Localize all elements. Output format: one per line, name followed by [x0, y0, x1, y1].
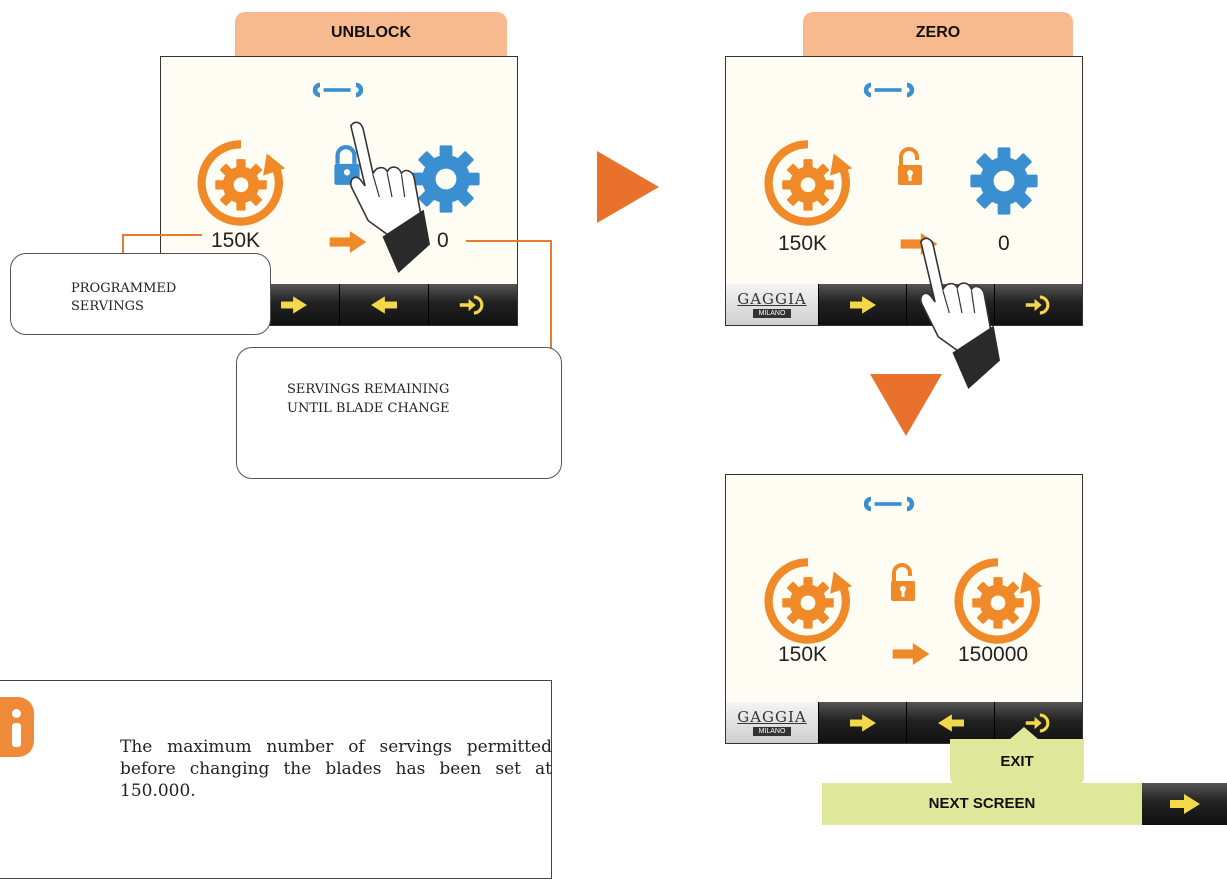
callout-remaining-line2: UNTIL BLADE CHANGE — [287, 401, 450, 416]
gaggia-logo: GAGGIA MILANO — [726, 284, 819, 325]
wrench-icon — [311, 81, 365, 99]
tab-zero: ZERO — [803, 12, 1073, 70]
back-button[interactable] — [907, 284, 995, 325]
arrow-right-icon — [892, 643, 930, 665]
brand-name: GAGGIA — [737, 708, 807, 726]
back-button[interactable] — [907, 702, 995, 743]
callout-programmed-text: PROGRAMMED SERVINGS — [71, 281, 177, 314]
callout-programmed-servings: PROGRAMMED SERVINGS — [10, 253, 271, 335]
gear-orange-icon — [762, 137, 854, 229]
connector-line — [550, 240, 552, 348]
exit-button[interactable] — [995, 702, 1082, 743]
brand-name: GAGGIA — [737, 290, 807, 308]
tag-exit: EXIT — [950, 739, 1084, 785]
gear-blue-icon — [964, 141, 1044, 221]
flow-arrow-right-icon — [597, 151, 659, 223]
back-button[interactable] — [340, 284, 429, 325]
tab-unblock-label: UNBLOCK — [331, 24, 411, 41]
remaining-value: 0 — [998, 232, 1010, 255]
connector-line — [122, 234, 202, 236]
arrow-right-icon — [1170, 794, 1200, 814]
gear-orange-icon — [952, 555, 1044, 647]
programmed-value: 150K — [778, 643, 828, 666]
next-button[interactable] — [250, 284, 340, 325]
callout-remaining-line1: SERVINGS REMAINING — [287, 382, 450, 397]
pointing-hand-icon — [905, 228, 1000, 398]
lock-open-icon — [888, 563, 918, 603]
screen-result: 150K 150000 GAGGIA MILANO — [725, 474, 1083, 744]
flow-arrow-down-icon — [870, 374, 942, 436]
gear-orange-icon — [195, 137, 287, 229]
connector-line — [122, 234, 124, 254]
wrench-icon — [862, 495, 916, 513]
next-button[interactable] — [819, 702, 907, 743]
remaining-value: 150000 — [958, 643, 1029, 666]
bottom-bar: GAGGIA MILANO — [726, 284, 1082, 325]
exit-icon — [458, 293, 488, 317]
gear-orange-icon — [762, 555, 854, 647]
next-screen-arrow[interactable] — [1142, 783, 1227, 825]
arrow-left-icon — [938, 714, 964, 732]
tag-exit-label: EXIT — [1000, 753, 1034, 770]
lock-open-icon — [895, 147, 925, 187]
callout-servings-remaining: SERVINGS REMAINING UNTIL BLADE CHANGE — [236, 347, 562, 479]
tab-zero-label: ZERO — [915, 24, 961, 41]
brand-sub: MILANO — [752, 727, 792, 736]
screen-zero: 150K 0 GAGGIA MILANO — [725, 56, 1083, 326]
gaggia-logo: GAGGIA MILANO — [726, 702, 819, 743]
arrow-right-icon — [850, 296, 876, 314]
next-button[interactable] — [819, 284, 907, 325]
next-screen-label: NEXT SCREEN — [928, 795, 1036, 812]
exit-button[interactable] — [429, 284, 517, 325]
arrow-left-icon — [371, 296, 397, 314]
brand-sub: MILANO — [752, 309, 792, 318]
next-screen-button[interactable]: NEXT SCREEN — [822, 783, 1142, 825]
exit-icon — [1024, 293, 1054, 317]
connector-line — [466, 240, 552, 242]
exit-button[interactable] — [995, 284, 1082, 325]
programmed-value: 150K — [778, 232, 828, 255]
wrench-icon — [862, 81, 916, 99]
programmed-value: 150K — [211, 229, 261, 252]
tag-exit-notch — [1010, 727, 1038, 739]
info-icon — [0, 697, 34, 757]
arrow-right-icon — [281, 296, 307, 314]
info-text: The maximum number of servings permitted… — [120, 737, 552, 801]
pointing-hand-icon — [335, 112, 430, 282]
info-box — [0, 680, 552, 879]
remaining-value: 0 — [437, 229, 449, 252]
arrow-right-icon — [850, 714, 876, 732]
tab-unblock: UNBLOCK — [235, 12, 507, 70]
